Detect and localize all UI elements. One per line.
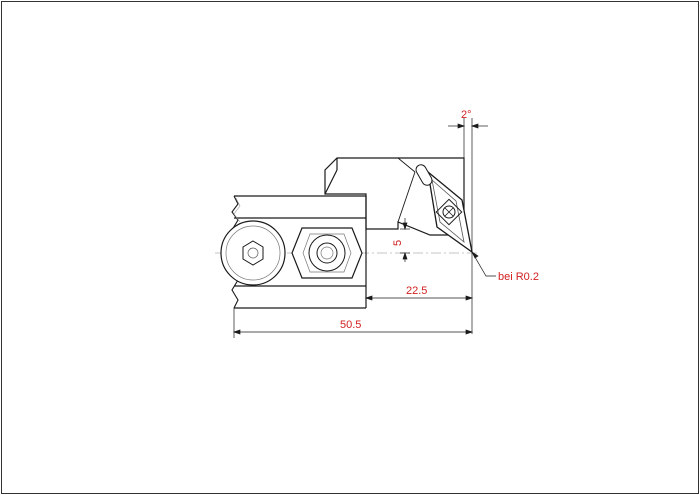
- clamp-pin: [415, 164, 433, 186]
- inner-length-dimension: [364, 252, 474, 334]
- radius-leader: [471, 250, 496, 277]
- radius-note: bei R0.2: [498, 271, 539, 283]
- hex-nut: [291, 227, 363, 279]
- break-line-shade: [233, 197, 241, 223]
- offset-dimension: [400, 218, 410, 262]
- inner-length-label: 22.5: [406, 285, 427, 297]
- offset-label: 5: [392, 240, 404, 246]
- cutting-insert: [427, 170, 473, 254]
- socket-head-screw: [220, 220, 286, 286]
- overall-length-label: 50.5: [340, 319, 361, 331]
- tool-holder-shank: [234, 195, 367, 309]
- overall-length-dimension: [232, 308, 474, 338]
- angle-dimension: [448, 118, 488, 252]
- angle-label: 2°: [461, 109, 472, 121]
